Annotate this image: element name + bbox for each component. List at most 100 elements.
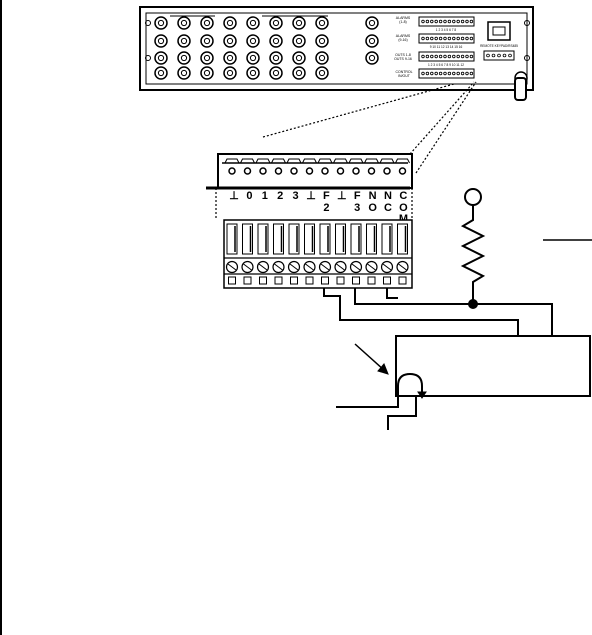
bnc-connector	[292, 51, 306, 65]
bnc-connector	[177, 66, 191, 80]
terminal-wire-entry	[305, 276, 314, 285]
bnc-connector	[154, 16, 168, 30]
bnc-connector	[223, 16, 237, 30]
mounting-hole	[524, 55, 530, 61]
terminal-label: ⊥	[229, 190, 239, 202]
alarms-bottom-label: ALARMS(9-16)	[396, 34, 411, 42]
alarms-top-numbers: 1 2 3 4 5 6 7 8	[436, 28, 457, 32]
bnc-connector	[365, 51, 379, 65]
bnc-connector-grid	[145, 15, 530, 80]
mounting-hole	[145, 55, 151, 61]
alarm-block-2	[418, 33, 475, 44]
bnc-connector	[315, 51, 329, 65]
alarms-bottom-numbers: 9 10 11 12 13 14 15 16	[430, 45, 463, 49]
terminal-wire-entry	[352, 276, 360, 285]
terminal-slot	[319, 223, 331, 255]
bnc-connector	[292, 66, 306, 80]
wire-to-device	[473, 303, 553, 336]
control-block	[418, 68, 475, 79]
bnc-connector	[154, 34, 168, 48]
terminal-label-sub: 3	[354, 202, 360, 214]
bnc-connector	[269, 34, 283, 48]
terminal-slot	[397, 223, 408, 255]
terminal-label-sub: C	[384, 202, 392, 214]
bnc-connector	[315, 66, 329, 80]
device-loop	[397, 372, 423, 396]
wire-output	[354, 288, 473, 305]
mounting-hole	[145, 20, 151, 26]
outs-numbers: 1 2 3 4 5 6 7 8 9 10 11 12	[428, 63, 464, 67]
connector-pin	[259, 167, 267, 175]
bnc-connector	[154, 51, 168, 65]
device-pointer-arrow	[354, 343, 385, 371]
terminal-wire-entry	[383, 276, 391, 285]
terminal-wire-entry	[259, 276, 267, 285]
bnc-connector	[292, 34, 306, 48]
terminal-slot	[288, 223, 300, 255]
terminal-label-sub: O	[399, 202, 408, 214]
bnc-connector	[269, 16, 283, 30]
connector-pin	[321, 167, 329, 175]
terminal-label: ⊥	[306, 190, 316, 202]
lead-bottom	[387, 396, 417, 430]
remote-keypad-jack-inner	[492, 26, 506, 36]
bnc-connector	[365, 16, 379, 30]
terminal-slot	[350, 223, 362, 255]
connector-pin	[274, 167, 283, 175]
bnc-connector	[200, 66, 214, 80]
bnc-connector	[177, 16, 191, 30]
terminal-slot	[226, 223, 238, 255]
power-cord	[514, 77, 527, 101]
terminal-slot	[335, 223, 346, 255]
external-wiring	[323, 188, 592, 430]
terminal-block-body	[223, 219, 413, 289]
bnc-connector	[246, 16, 260, 30]
terminal-wire-entry	[321, 276, 329, 285]
terminal-wire-entry	[228, 276, 236, 285]
terminal-slot	[304, 223, 315, 255]
terminal-wire-entry	[290, 276, 298, 285]
rs485-block	[483, 50, 515, 61]
remote-keypad-label: REMOTE KEYPAD/RS485	[480, 44, 518, 48]
terminal-label-sub: 2	[323, 202, 329, 214]
terminal-label: C	[399, 190, 407, 202]
bnc-connector	[315, 16, 329, 30]
bnc-connector	[246, 34, 260, 48]
bnc-connector	[246, 51, 260, 65]
connector-pin	[352, 167, 360, 175]
connector-pin	[290, 167, 298, 175]
bnc-connector	[154, 66, 168, 80]
wire-com-stub	[386, 288, 398, 299]
terminal-slot	[242, 223, 253, 255]
terminal-slot	[257, 223, 269, 255]
terminal-slot	[366, 223, 377, 255]
terminal-slot	[273, 223, 284, 255]
pullup-resistor	[460, 205, 486, 304]
bnc-connector	[292, 16, 306, 30]
terminal-label-extra: M	[399, 213, 408, 225]
connector-pin	[383, 167, 391, 175]
supply-terminal	[464, 188, 482, 206]
terminal-wire-entry	[243, 276, 252, 285]
bnc-connector	[177, 34, 191, 48]
terminal-wire-entry	[398, 276, 407, 285]
terminal-label-sub: O	[368, 202, 377, 214]
connector-pin	[243, 167, 252, 175]
terminal-wire-entry	[274, 276, 283, 285]
lead-left	[336, 396, 399, 408]
bnc-connector	[223, 34, 237, 48]
page-left-border	[0, 0, 2, 635]
terminal-label: N	[384, 190, 392, 202]
connector-pin	[398, 167, 407, 175]
bnc-connector	[365, 34, 379, 48]
bnc-connector	[269, 66, 283, 80]
callout-lines	[215, 81, 477, 220]
terminal-wire-entry	[367, 276, 376, 285]
bnc-connector	[223, 66, 237, 80]
bnc-connector	[223, 51, 237, 65]
